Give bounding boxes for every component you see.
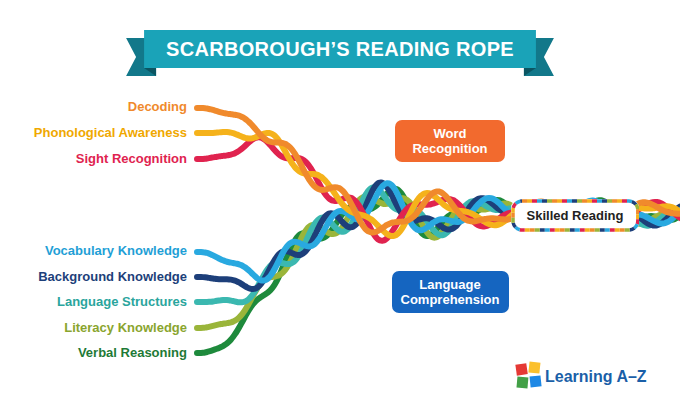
category-box: Language Comprehension [392,271,509,313]
logo-square [528,362,540,374]
strand-label: Decoding [128,99,187,115]
logo-text: Learning A–Z [545,367,647,386]
border-dash [513,201,638,230]
rope-strand [197,197,680,328]
logo-square [530,375,542,387]
outcome-box: Skilled Reading [511,199,640,232]
strand-label: Vocabulary Knowledge [45,243,187,259]
ribbon-fold [524,68,536,76]
logo-icon [515,362,541,389]
border-dash [513,201,638,230]
ribbon-fold [144,68,156,76]
strand-label: Background Knowledge [38,269,187,285]
strand-label: Phonological Awareness [34,125,187,141]
border-dash [513,201,638,230]
logo-square [515,363,527,375]
title: SCARBOROUGH’S READING ROPE [166,37,514,61]
border-dash [513,201,638,230]
ribbon-band [144,30,536,68]
strand-label: Literacy Knowledge [64,320,187,336]
border-dash [513,201,638,230]
logo-square [516,377,528,389]
node-label: Word Recognition [404,126,496,156]
rope-strand [197,108,680,233]
node-label: Skilled Reading [527,208,624,223]
strand-label: Language Structures [57,294,187,310]
border-dash [513,201,638,230]
node-label: Language Comprehension [401,277,500,307]
strand-label: Verbal Reasoning [78,345,187,361]
category-box: Word Recognition [395,120,505,162]
strand-label: Sight Recognition [76,151,187,167]
title-ribbon [126,30,554,76]
